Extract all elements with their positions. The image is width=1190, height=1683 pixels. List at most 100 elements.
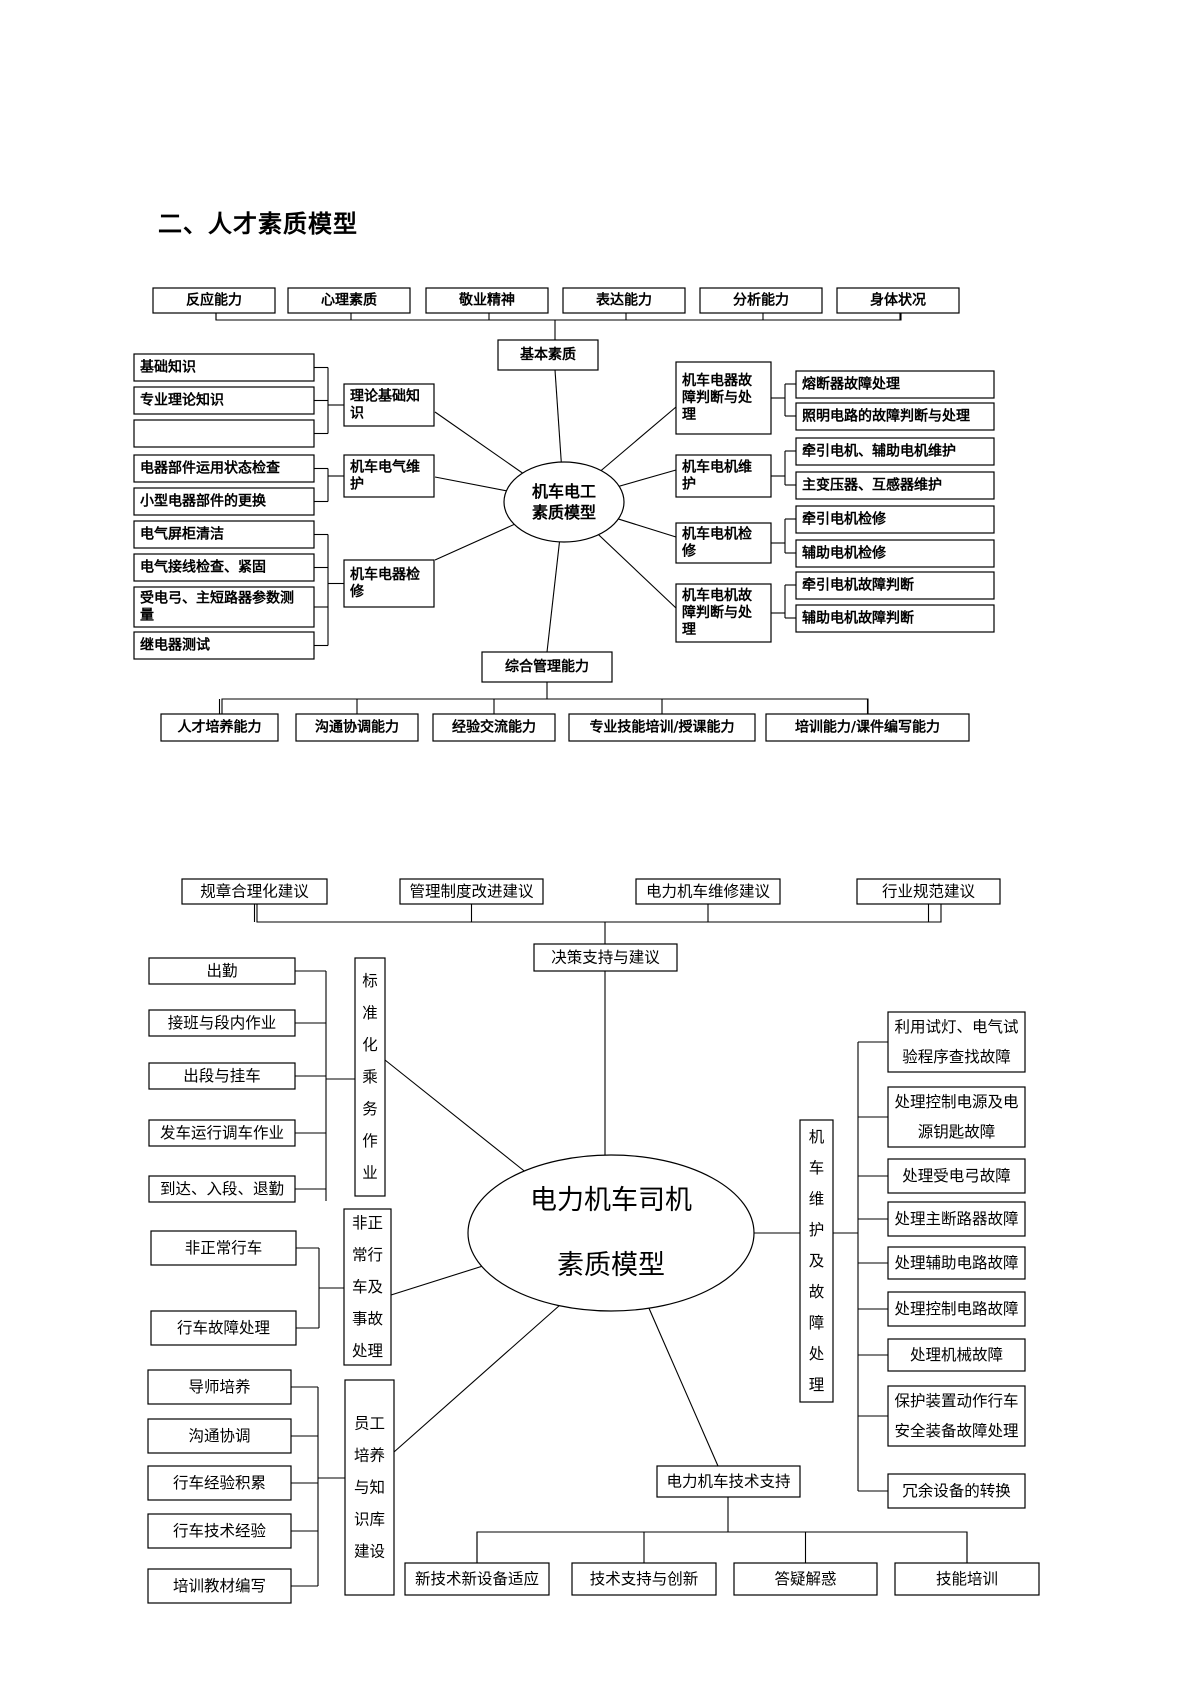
electrician-skill-box-text: 量 <box>140 608 154 624</box>
electrician-skill-box-frame <box>133 586 315 628</box>
abnormal-category-box-frame <box>343 1208 392 1366</box>
electrician-category-box-text: 护 <box>682 476 696 493</box>
page-heading: 二、人才素质模型 <box>158 210 358 238</box>
electrician-category-box-text: 机车电器故 <box>682 372 753 389</box>
maintenance-category-box-text: 维 <box>809 1190 825 1208</box>
trait-box: 表达能力 <box>562 287 686 314</box>
abnormal-category-box-text: 非正 <box>352 1214 383 1232</box>
electrician-skill-box: 熔断器故障处理 <box>795 370 995 399</box>
electrician-model-center-text: 机车电工 <box>532 482 596 501</box>
trait-box: 心理素质 <box>287 287 411 314</box>
basic-quality-box: 基本素质 <box>497 339 599 371</box>
suggestion-box-text: 电力机车维修建议 <box>646 883 771 901</box>
maintenance-item-box-text: 处理控制电源及电 <box>894 1093 1018 1111</box>
management-box: 综合管理能力 <box>481 651 613 683</box>
training-category-box-text: 与知 <box>354 1479 385 1497</box>
suggestion-box-frame <box>399 878 544 905</box>
maintenance-item-box: 处理受电弓故障 <box>887 1158 1026 1194</box>
training-category-box-text: 培养 <box>354 1447 385 1465</box>
maintenance-category-box-text: 处 <box>809 1345 825 1363</box>
maintenance-item-box-text: 处理主断路器故障 <box>894 1210 1018 1228</box>
electrician-skill-box-text: 电器部件运用状态检查 <box>140 460 281 477</box>
duty-item-box: 到达、入段、退勤 <box>148 1175 296 1203</box>
maintenance-category-box-text: 机 <box>809 1128 825 1146</box>
maintenance-category-box-text: 故 <box>809 1283 825 1301</box>
electrician-skill-box: 牵引电机、辅助电机维护 <box>795 437 995 466</box>
duty-category-box-text: 标 <box>362 972 378 990</box>
connector-line <box>215 313 902 321</box>
electrician-category-box-frame <box>675 454 772 498</box>
training-category-box-text: 识库 <box>354 1511 385 1529</box>
electrician-skill-box-frame <box>133 353 315 382</box>
electrician-skill-box-text: 基础知识 <box>140 359 196 376</box>
duty-item-box-frame <box>148 1119 296 1147</box>
tech-support-box-frame <box>656 1465 801 1498</box>
trait-box: 反应能力 <box>152 287 276 314</box>
electrician-skill-box: 基础知识 <box>133 353 315 382</box>
tech-support-box: 电力机车技术支持 <box>656 1465 801 1498</box>
management-item-box: 培训能力/课件编写能力 <box>765 713 970 742</box>
tech-item-box-text: 技能培训 <box>936 1570 998 1588</box>
electrician-category-box-frame <box>675 361 772 435</box>
electrician-category-box-text: 理 <box>682 407 696 423</box>
duty-category-box-text: 准 <box>362 1004 378 1022</box>
trait-box-text: 分析能力 <box>733 292 789 309</box>
electrician-skill-box-frame <box>133 487 315 516</box>
electrician-skill-box: 主变压器、互感器维护 <box>795 471 995 500</box>
maintenance-category-box-text: 护 <box>809 1221 825 1239</box>
training-item-box: 培训教材编写 <box>147 1568 292 1604</box>
management-item-box-frame <box>160 713 279 742</box>
suggestion-box-frame <box>856 878 1001 905</box>
electrician-category-box-text: 机车电机维 <box>682 459 752 476</box>
duty-category-box-text: 化 <box>362 1036 378 1054</box>
maintenance-item-box-frame <box>887 1086 1026 1148</box>
duty-item-box-text: 出勤 <box>206 962 237 980</box>
electrician-skill-box-frame <box>133 520 315 549</box>
electrician-category-box-frame <box>343 454 435 498</box>
management-item-box: 沟通协调能力 <box>295 713 419 742</box>
training-category-box-text: 员工 <box>354 1415 385 1433</box>
trait-box-text: 敬业精神 <box>458 292 515 309</box>
management-item-box: 经验交流能力 <box>432 713 556 742</box>
tech-item-box-text: 技术支持与创新 <box>590 1570 699 1588</box>
electrician-skill-box-text: 小型电器部件的更换 <box>140 493 267 510</box>
basic-quality-box-frame <box>497 339 599 371</box>
tech-item-box-frame <box>571 1562 717 1596</box>
electrician-skill-box: 电气接线检查、紧固 <box>133 553 315 582</box>
maintenance-item-box-frame <box>887 1201 1026 1237</box>
suggestion-box-text: 行业规范建议 <box>882 883 976 901</box>
electrician-skill-box-text: 电气接线检查、紧固 <box>140 559 266 576</box>
connector-line <box>647 1305 719 1467</box>
duty-item-box-text: 发车运行调车作业 <box>160 1124 284 1142</box>
driver-model-center-text: 电力机车司机 <box>530 1185 692 1216</box>
electrician-skill-box <box>133 419 315 448</box>
maintenance-item-box-text: 保护装置动作行车 <box>894 1392 1018 1410</box>
maintenance-item-box-text: 利用试灯、电气试 <box>894 1018 1018 1036</box>
maintenance-item-box-frame <box>887 1385 1026 1447</box>
abnormal-item-box-frame <box>150 1230 297 1266</box>
electrician-skill-box-frame <box>795 539 995 568</box>
electrician-category-box-text: 障判断与处 <box>682 389 753 406</box>
connector-line <box>256 904 942 923</box>
maintenance-category-box-text: 车 <box>809 1159 825 1177</box>
suggestion-box: 规章合理化建议 <box>181 878 328 905</box>
management-box-frame <box>481 651 613 683</box>
training-item-box-text: 行车技术经验 <box>173 1522 267 1540</box>
electrician-skill-box-text: 专业理论知识 <box>140 392 224 409</box>
management-item-box: 专业技能培训/授课能力 <box>568 713 756 742</box>
connector-line <box>390 1264 487 1296</box>
trait-box-frame <box>836 287 960 314</box>
duty-item-box-text: 到达、入段、退勤 <box>160 1180 284 1198</box>
decision-support-box-frame <box>533 943 678 972</box>
duty-item-box: 接班与段内作业 <box>148 1009 296 1037</box>
trait-box-text: 反应能力 <box>186 292 242 309</box>
management-item-box-text: 培训能力/课件编写能力 <box>795 719 940 736</box>
electrician-skill-box-frame <box>795 471 995 500</box>
connector-line <box>384 1059 529 1175</box>
